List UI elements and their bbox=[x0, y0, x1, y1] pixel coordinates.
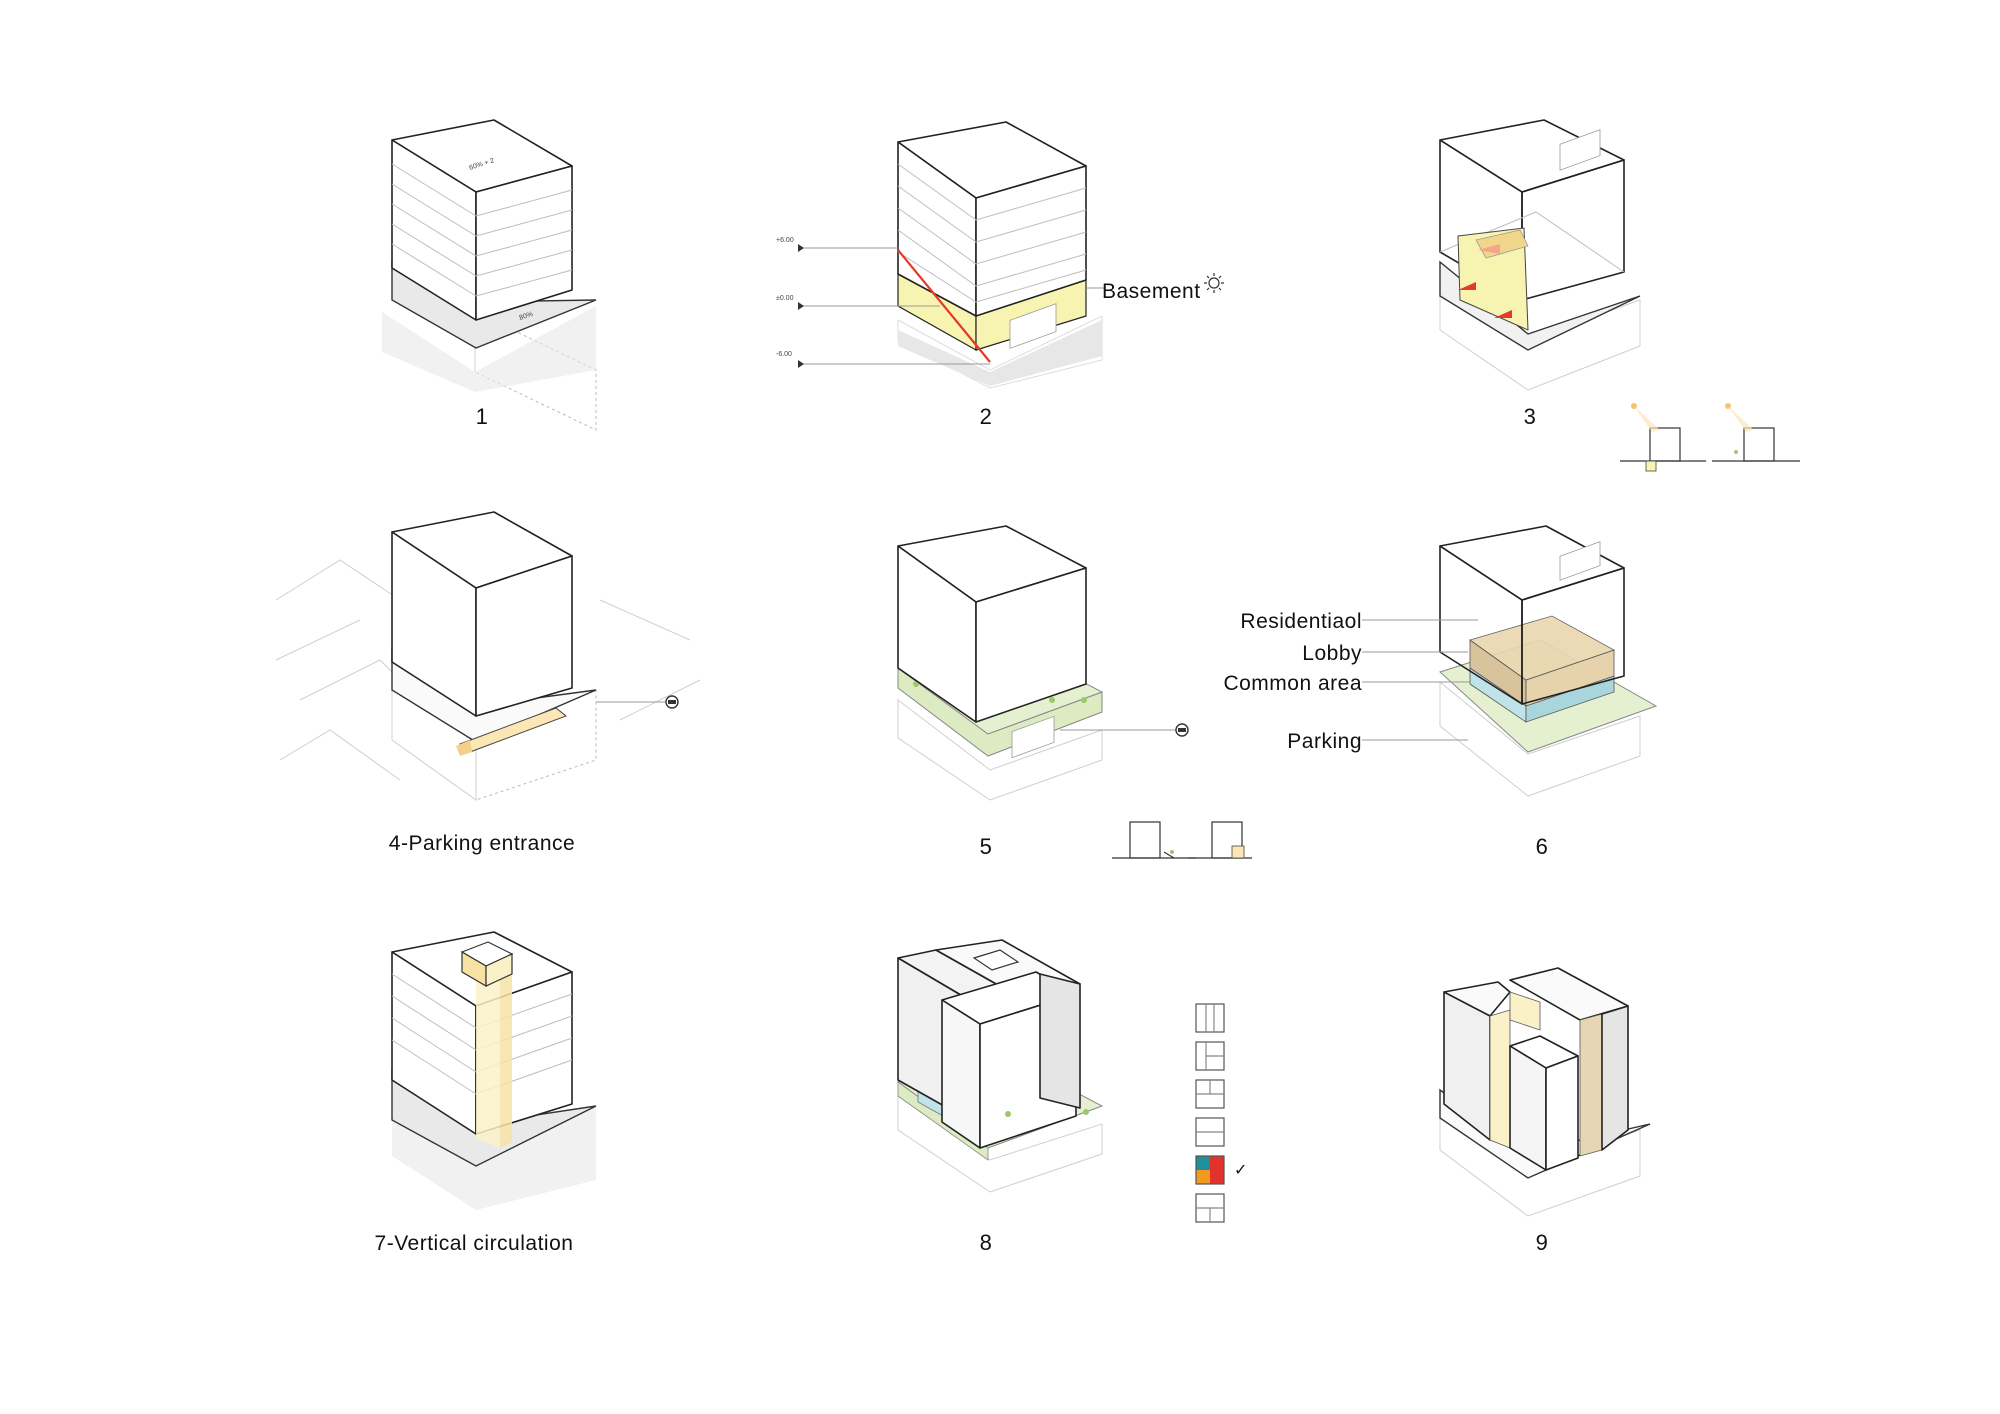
selected-check-icon: ✓ bbox=[1234, 1160, 1247, 1179]
plan-option-3[interactable] bbox=[1195, 1079, 1225, 1109]
car-entrance-icon bbox=[1175, 723, 1189, 737]
panel-8: 8 bbox=[896, 715, 1247, 1255]
basement-callout: Basement bbox=[1102, 280, 1201, 303]
callout-common-area: Common area bbox=[1223, 672, 1362, 695]
panel-4: 4-Parking entrance bbox=[275, 511, 701, 855]
vertical-core bbox=[476, 962, 500, 1148]
panel-3-label: 3 bbox=[1524, 404, 1537, 429]
plan-options bbox=[1195, 1003, 1225, 1223]
mini-section-sunlight bbox=[1620, 403, 1800, 472]
sun-icon bbox=[1204, 273, 1224, 293]
panel-7-label: 7-Vertical circulation bbox=[375, 1232, 574, 1255]
level-0: ±0.00 bbox=[776, 295, 794, 302]
section-cut-line bbox=[897, 249, 991, 363]
panel-4-label: 4-Parking entrance bbox=[389, 832, 575, 855]
panel-5-label: 5 bbox=[980, 834, 993, 859]
yellow-core bbox=[1489, 1009, 1511, 1149]
plan-option-5-selected[interactable] bbox=[1195, 1155, 1225, 1185]
level-plus-6: +6.00 bbox=[776, 237, 794, 244]
panel-6-label: 6 bbox=[1536, 834, 1549, 859]
slab-text: 80% bbox=[518, 311, 533, 322]
plan-option-6[interactable] bbox=[1195, 1193, 1225, 1223]
plan-option-2[interactable] bbox=[1195, 1041, 1225, 1071]
sunken-court bbox=[1457, 227, 1529, 331]
panel-7: 7-Vertical circulation bbox=[375, 931, 597, 1255]
panel-2: +6.00 ±0.00 -6.00 Basement 2 bbox=[776, 121, 1224, 429]
panel-3: 3 bbox=[1439, 119, 1800, 472]
callout-parking: Parking bbox=[1287, 730, 1362, 753]
mini-section-entrance bbox=[1112, 821, 1252, 859]
car-entrance-icon bbox=[665, 695, 679, 709]
panel-6: Residentiaol Lobby Common area Parking 6 bbox=[1223, 129, 1658, 859]
panel-5: 5 bbox=[896, 303, 1252, 859]
callout-residential: Residentiaol bbox=[1240, 610, 1362, 633]
panel-1-label: 1 bbox=[476, 404, 489, 429]
panel-9-label: 9 bbox=[1536, 1230, 1549, 1255]
plan-option-1[interactable] bbox=[1195, 1003, 1225, 1033]
plan-option-4[interactable] bbox=[1195, 1117, 1225, 1147]
residential-volume bbox=[1469, 615, 1615, 681]
panel-9: 9 bbox=[1439, 541, 1651, 1255]
panel-8-label: 8 bbox=[980, 1230, 993, 1255]
panel-1: 60% + 2 80% 1 bbox=[382, 119, 597, 431]
callout-lobby: Lobby bbox=[1302, 642, 1362, 665]
level-minus-6: -6.00 bbox=[776, 351, 792, 358]
panel-2-label: 2 bbox=[980, 404, 993, 429]
